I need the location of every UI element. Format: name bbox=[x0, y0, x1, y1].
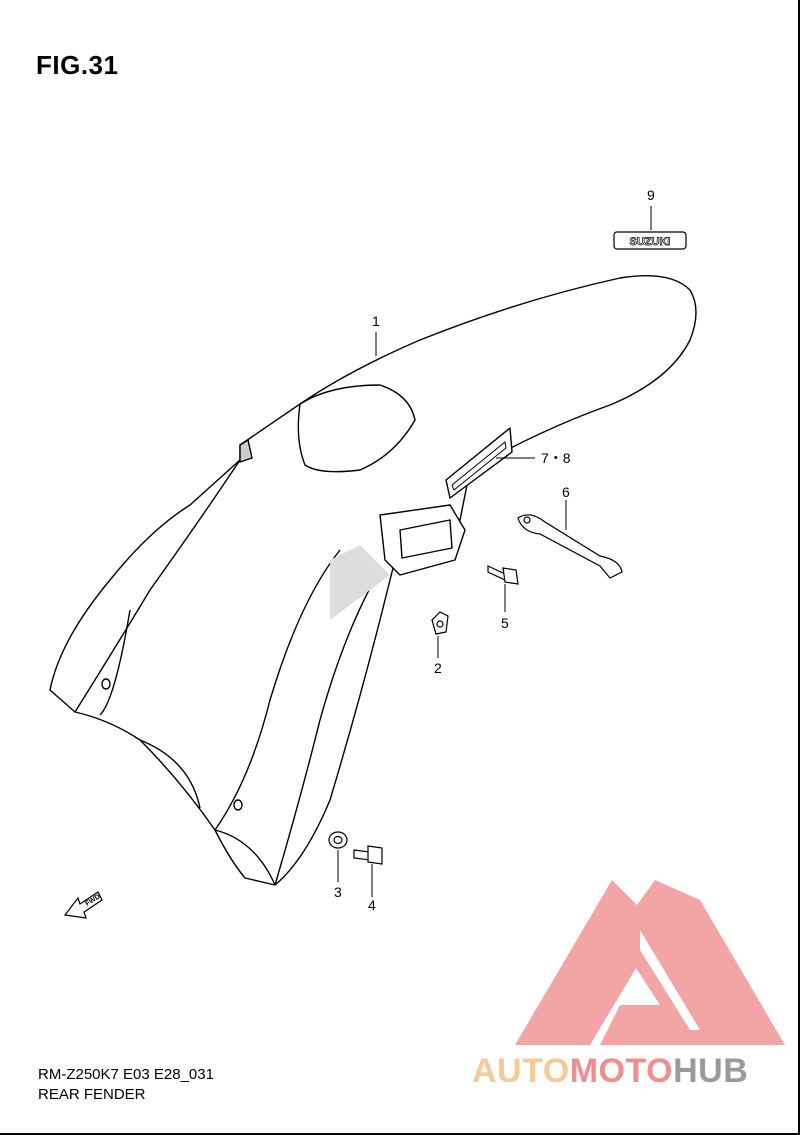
diagram-name: REAR FENDER bbox=[38, 1086, 146, 1103]
bracket-part-6 bbox=[517, 514, 623, 579]
nut-part-3 bbox=[328, 831, 348, 849]
watermark-moto: MOTO bbox=[569, 1052, 674, 1090]
figure-title: FIG.31 bbox=[36, 50, 119, 80]
callout-3: 3 bbox=[334, 884, 342, 900]
callout-2: 2 bbox=[434, 660, 442, 676]
callout-1: 1 bbox=[372, 313, 380, 329]
callout-4: 4 bbox=[368, 897, 376, 913]
suzuki-emblem-part-9: SUZUKI bbox=[613, 231, 687, 250]
fwd-arrow-icon: FWD bbox=[63, 891, 103, 919]
watermark-logo bbox=[515, 880, 785, 1045]
bolt-part-4 bbox=[353, 845, 383, 865]
emblem-text: SUZUKI bbox=[630, 236, 671, 248]
callout-5: 5 bbox=[501, 615, 509, 631]
callout-7-8: 7・8 bbox=[541, 450, 571, 466]
watermark-text: AUTOMOTOHUB bbox=[472, 1052, 748, 1091]
callout-6: 6 bbox=[562, 484, 570, 500]
clip-part-2 bbox=[431, 611, 449, 635]
watermark-auto: AUTO bbox=[472, 1052, 570, 1090]
leader-lines bbox=[337, 206, 652, 897]
diagram-code: RM-Z250K7 E03 E28_031 bbox=[38, 1066, 214, 1083]
rear-fender-part-1 bbox=[49, 275, 697, 886]
watermark-hub: HUB bbox=[673, 1052, 749, 1090]
callout-9: 9 bbox=[647, 187, 655, 203]
bolt-part-5 bbox=[487, 565, 519, 585]
